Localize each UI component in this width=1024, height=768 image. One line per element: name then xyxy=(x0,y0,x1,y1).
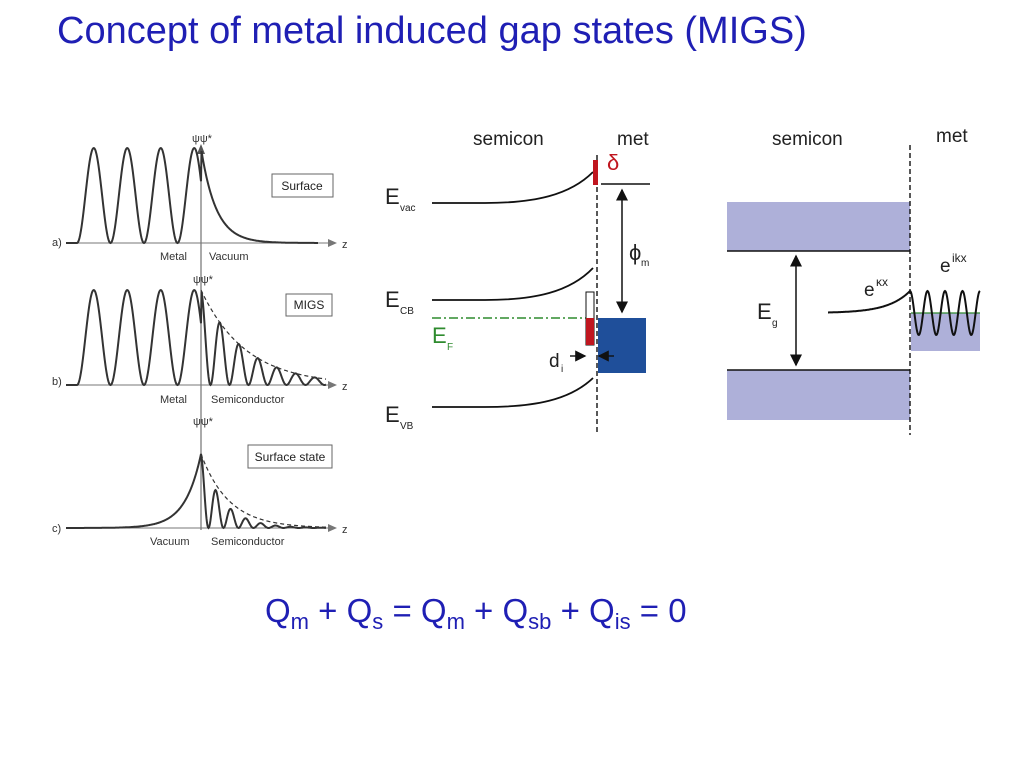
plot-tag-c: c) xyxy=(52,523,61,535)
region-label-semiconductor-b: Semiconductor xyxy=(211,394,285,406)
valence-band-region xyxy=(727,370,910,420)
e-vac-label: E xyxy=(385,184,400,209)
envelope-dashed-c xyxy=(200,453,326,528)
e-vb-subscript: VB xyxy=(400,421,414,432)
z-axis-arrow-icon xyxy=(328,239,337,247)
phi-label: ϕ xyxy=(629,240,641,265)
conduction-band-region xyxy=(727,202,910,251)
metal-filled-states xyxy=(598,318,646,373)
eg-label: E xyxy=(757,299,772,324)
decay-superscript: κx xyxy=(876,275,888,289)
label-box-a xyxy=(271,173,334,198)
plot-b: z b) MIGS Metal Semiconductor xyxy=(52,289,348,406)
e-f-subscript: F xyxy=(447,342,453,353)
psi-axis-label-a: ψψ* xyxy=(192,133,213,145)
region-label-vacuum-a: Vacuum xyxy=(209,251,249,263)
plot-a: z a) Surface Metal Vacuum xyxy=(52,147,348,263)
valence-band-line xyxy=(432,377,594,408)
plot-tag-b: b) xyxy=(52,376,62,388)
eg-subscript: g xyxy=(772,318,778,329)
e-vac-subscript: vac xyxy=(400,203,416,214)
di-subscript: i xyxy=(561,364,563,375)
wavefunction-curve-a xyxy=(66,147,318,245)
envelope-dashed-b xyxy=(200,289,327,380)
header-met-mid: met xyxy=(617,129,649,150)
psi-axis-arrow-icon xyxy=(197,144,205,154)
interface-dipole-delta xyxy=(593,160,598,185)
label-box-b xyxy=(285,293,333,317)
region-label-vacuum-c: Vacuum xyxy=(150,536,190,548)
panel-right: semicon met E g e κx e ikx xyxy=(727,126,981,435)
conduction-band-line xyxy=(432,267,594,301)
region-label-metal-b: Metal xyxy=(160,394,187,406)
psi-axis-label-b: ψψ* xyxy=(193,274,214,286)
wavefunction-curve-b xyxy=(66,289,327,387)
migs-wavefunction xyxy=(828,289,981,336)
z-label-a: z xyxy=(342,239,348,251)
z-axis-arrow-icon xyxy=(328,381,337,389)
z-label-c: z xyxy=(342,524,348,536)
region-label-metal-a: Metal xyxy=(160,251,187,263)
delta-label: δ xyxy=(607,150,619,175)
box-label-surface: Surface xyxy=(281,179,323,193)
label-box-c xyxy=(247,444,333,469)
box-label-surface-state: Surface state xyxy=(255,450,326,464)
header-semicon-mid: semicon xyxy=(473,129,544,150)
slide-title: Concept of metal induced gap states (MIG… xyxy=(57,10,807,52)
z-axis-arrow-icon xyxy=(328,524,337,532)
wave-superscript: ikx xyxy=(952,251,967,265)
phi-subscript: m xyxy=(641,258,649,269)
header-met-right: met xyxy=(936,126,968,147)
e-cb-subscript: CB xyxy=(400,306,414,317)
plot-tag-a: a) xyxy=(52,237,62,249)
wavefunction-curve-c xyxy=(66,453,326,530)
e-f-label: E xyxy=(432,323,447,348)
charge-neutrality-equation: Qm + Qs = Qm + Qsb + Qis = 0 xyxy=(265,592,687,634)
box-label-migs: MIGS xyxy=(294,298,325,312)
wave-label: e xyxy=(940,256,951,277)
e-vb-label: E xyxy=(385,402,400,427)
plot-c: z c) Surface state Vacuum Semiconductor xyxy=(52,444,348,548)
decay-label: e xyxy=(864,280,875,301)
region-label-semiconductor-c: Semiconductor xyxy=(211,536,285,548)
di-label: d xyxy=(549,351,560,372)
panel-middle: semicon met δ ϕ m d i E vac E CB xyxy=(385,129,650,435)
z-label-b: z xyxy=(342,381,348,393)
panel-left: ψψ* ψψ* ψψ* z a) Surface Metal Vacuum z … xyxy=(52,133,348,548)
interface-states-filled xyxy=(586,318,594,345)
e-cb-label: E xyxy=(385,287,400,312)
header-semicon-right: semicon xyxy=(772,129,843,150)
psi-axis-label-c: ψψ* xyxy=(193,416,214,428)
vacuum-level-line xyxy=(432,171,594,204)
